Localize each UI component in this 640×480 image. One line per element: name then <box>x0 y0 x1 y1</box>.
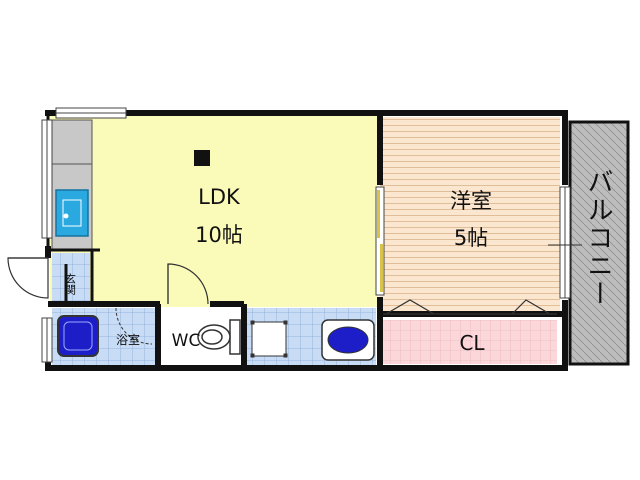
entrance-floor <box>52 253 90 303</box>
bath-label: 浴室 <box>116 332 140 347</box>
balcony-label: バルコニー <box>583 168 613 308</box>
window-left <box>41 119 53 239</box>
ldk-name: LDK <box>198 185 241 209</box>
wc-area-door <box>167 263 209 305</box>
entrance-label: 玄関 <box>64 272 77 295</box>
sliding-door <box>375 186 385 296</box>
closet-doors <box>383 299 557 315</box>
toilet-icon <box>197 319 241 355</box>
refrigerator-icon <box>194 150 210 166</box>
toilet-label: WC <box>172 331 201 351</box>
ldk-floor <box>50 114 378 307</box>
western-room-name: 洋室 <box>450 189 492 213</box>
window-top-left <box>55 107 127 119</box>
window-balcony <box>559 186 571 299</box>
closet-floor <box>383 320 557 364</box>
western-room-floor <box>380 117 560 312</box>
bath-door <box>115 307 153 345</box>
entrance-door <box>7 257 49 299</box>
closet-label: CL <box>459 331 485 355</box>
washbasin-icon <box>321 319 375 361</box>
washing-machine-space <box>250 320 288 358</box>
window-bath <box>41 317 53 363</box>
ldk-size: 10帖 <box>195 223 243 247</box>
western-room-size: 5帖 <box>454 226 488 250</box>
